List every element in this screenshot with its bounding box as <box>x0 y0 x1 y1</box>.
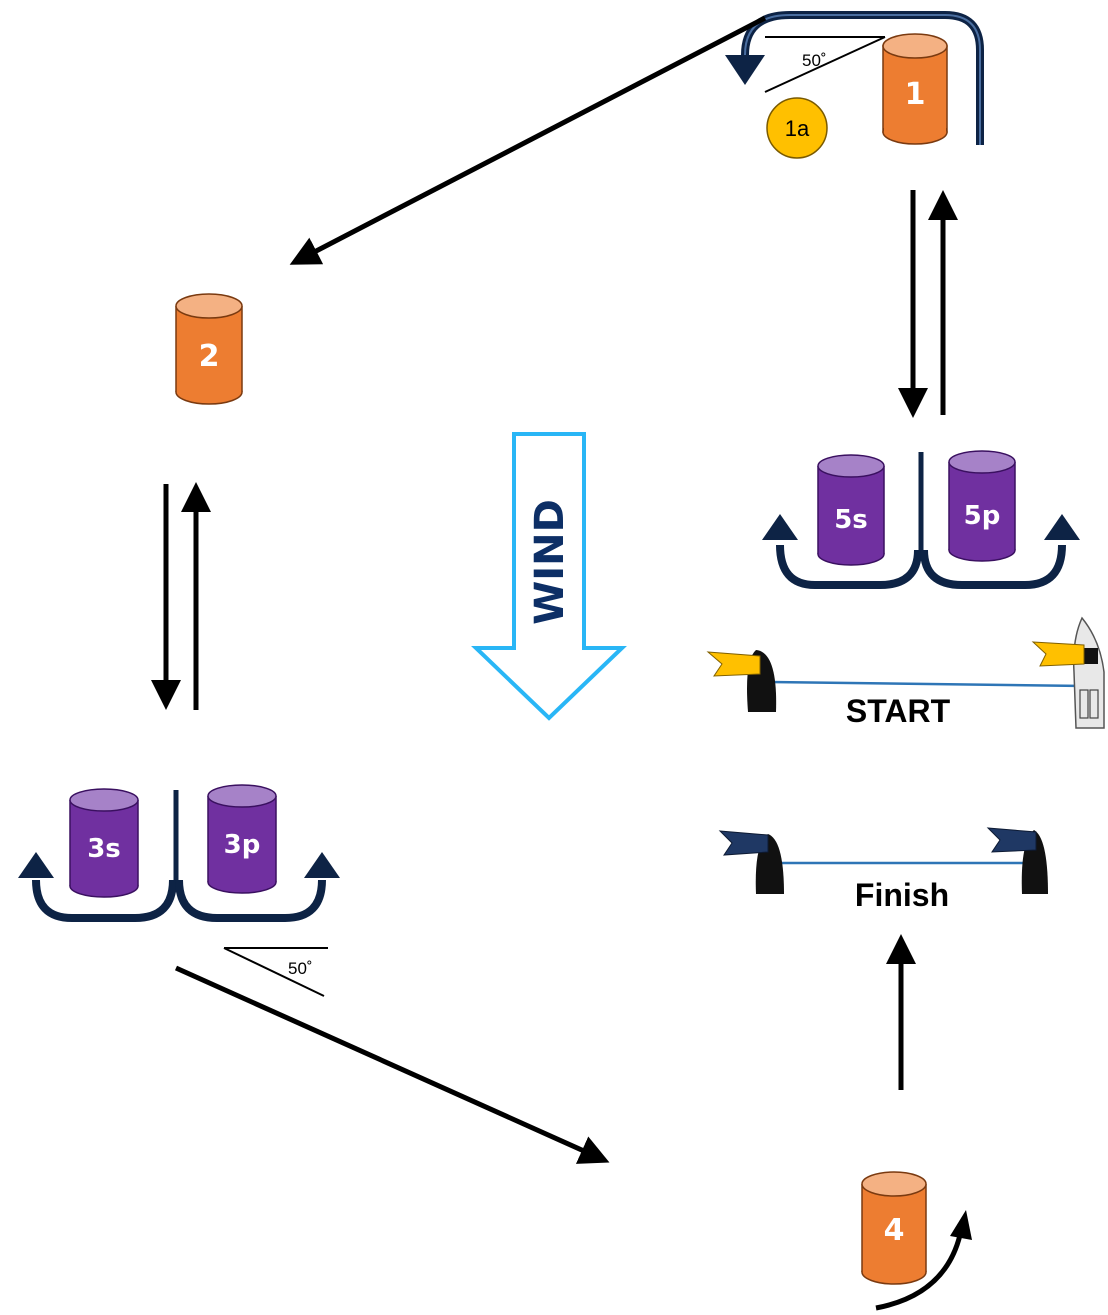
mark-3p-label: 3p <box>224 830 261 860</box>
mark-5p-label: 5p <box>964 501 1001 531</box>
finish-label: Finish <box>855 877 949 913</box>
mark-4-label: 4 <box>884 1213 905 1248</box>
mark-1a-label: 1a <box>785 116 810 141</box>
finish-left-buoy-icon <box>718 830 784 894</box>
top-angle-label: 50˚ <box>802 51 827 70</box>
mark-3s-label: 3s <box>87 834 121 864</box>
start-pin-buoy-icon <box>706 650 777 712</box>
wind-label: WIND <box>527 499 573 625</box>
mark-2-label: 2 <box>199 339 220 374</box>
leg-3-to-4-arrow <box>174 965 610 1164</box>
gate-3: 3s 3p <box>18 784 340 922</box>
gate-5: 5s 5p <box>762 450 1080 589</box>
mark1-rounding-arrow <box>725 11 984 145</box>
mark-5p-buoy: 5p <box>948 450 1016 562</box>
mark-4-buoy: 4 <box>861 1171 927 1285</box>
start-line: START <box>706 616 1105 729</box>
mark-3p-buoy: 3p <box>207 784 277 894</box>
finish-line: Finish <box>718 827 1048 913</box>
mark-2-buoy: 2 <box>175 293 243 405</box>
wind-arrow-icon: WIND <box>471 432 627 721</box>
mark-1a-buoy: 1a <box>766 97 828 159</box>
top-angle-indicator: 50˚ <box>764 36 886 93</box>
finish-right-buoy-icon <box>986 827 1048 894</box>
bottom-angle-indicator: 50˚ <box>223 947 328 997</box>
mark4-rounding-arrow <box>875 1210 972 1311</box>
leg-1-to-2-arrow <box>289 15 767 265</box>
mark-3s-buoy: 3s <box>69 788 139 898</box>
start-label: START <box>846 693 951 729</box>
bottom-angle-label: 50˚ <box>288 959 313 978</box>
committee-boat-icon <box>1031 616 1105 729</box>
mark-5s-buoy: 5s <box>817 454 885 566</box>
mark-5s-label: 5s <box>834 505 868 535</box>
mark-1-label: 1 <box>905 77 926 112</box>
mark-1-buoy: 1 <box>882 33 948 145</box>
